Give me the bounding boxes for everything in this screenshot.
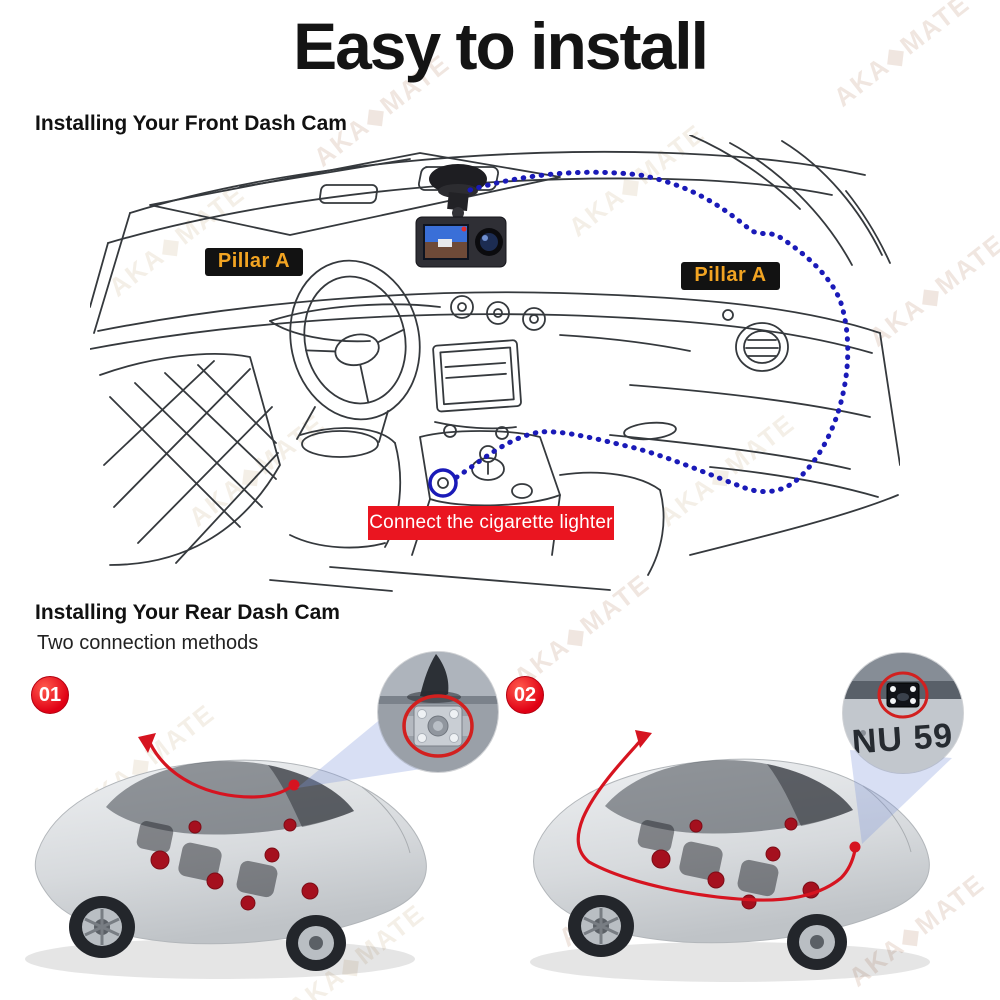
plate-camera-photo: NU 59 — [843, 653, 963, 773]
front-cable-route — [454, 169, 851, 495]
highlight-ring — [877, 671, 929, 719]
connect-cigarette-lighter-label: Connect the cigarette lighter — [368, 506, 614, 540]
rear-cable-route-2 — [576, 736, 857, 902]
rear-camera-inset-plate: NU 59 — [843, 653, 963, 773]
method-2-badge: 02 — [506, 676, 544, 714]
wheels — [69, 896, 346, 971]
interior-components — [651, 817, 820, 910]
rear-camera-inset-roof — [378, 652, 498, 772]
roof-camera-photo — [378, 652, 498, 772]
car-illustration-method-1 — [25, 733, 427, 979]
rear-section-subheading: Two connection methods — [37, 632, 259, 654]
rear-cable-route-1 — [148, 742, 293, 799]
license-plate-text: NU 59 — [851, 717, 955, 762]
highlight-ring — [402, 694, 474, 758]
interior-sketch — [90, 135, 900, 592]
car-illustration-method-2 — [530, 730, 930, 982]
pillar-a-label-left: Pillar A — [205, 248, 303, 276]
cigarette-lighter-ring — [428, 468, 458, 498]
method-1-badge: 01 — [31, 676, 69, 714]
interior-components — [150, 818, 319, 911]
dash-cam-device — [415, 164, 507, 268]
wheels — [568, 895, 847, 970]
pillar-a-label-right: Pillar A — [681, 262, 780, 290]
front-section-heading: Installing Your Front Dash Cam — [35, 112, 347, 135]
car-interior-diagram — [90, 135, 900, 592]
rear-section-heading: Installing Your Rear Dash Cam — [35, 601, 340, 624]
page-title: Easy to install — [293, 9, 709, 83]
